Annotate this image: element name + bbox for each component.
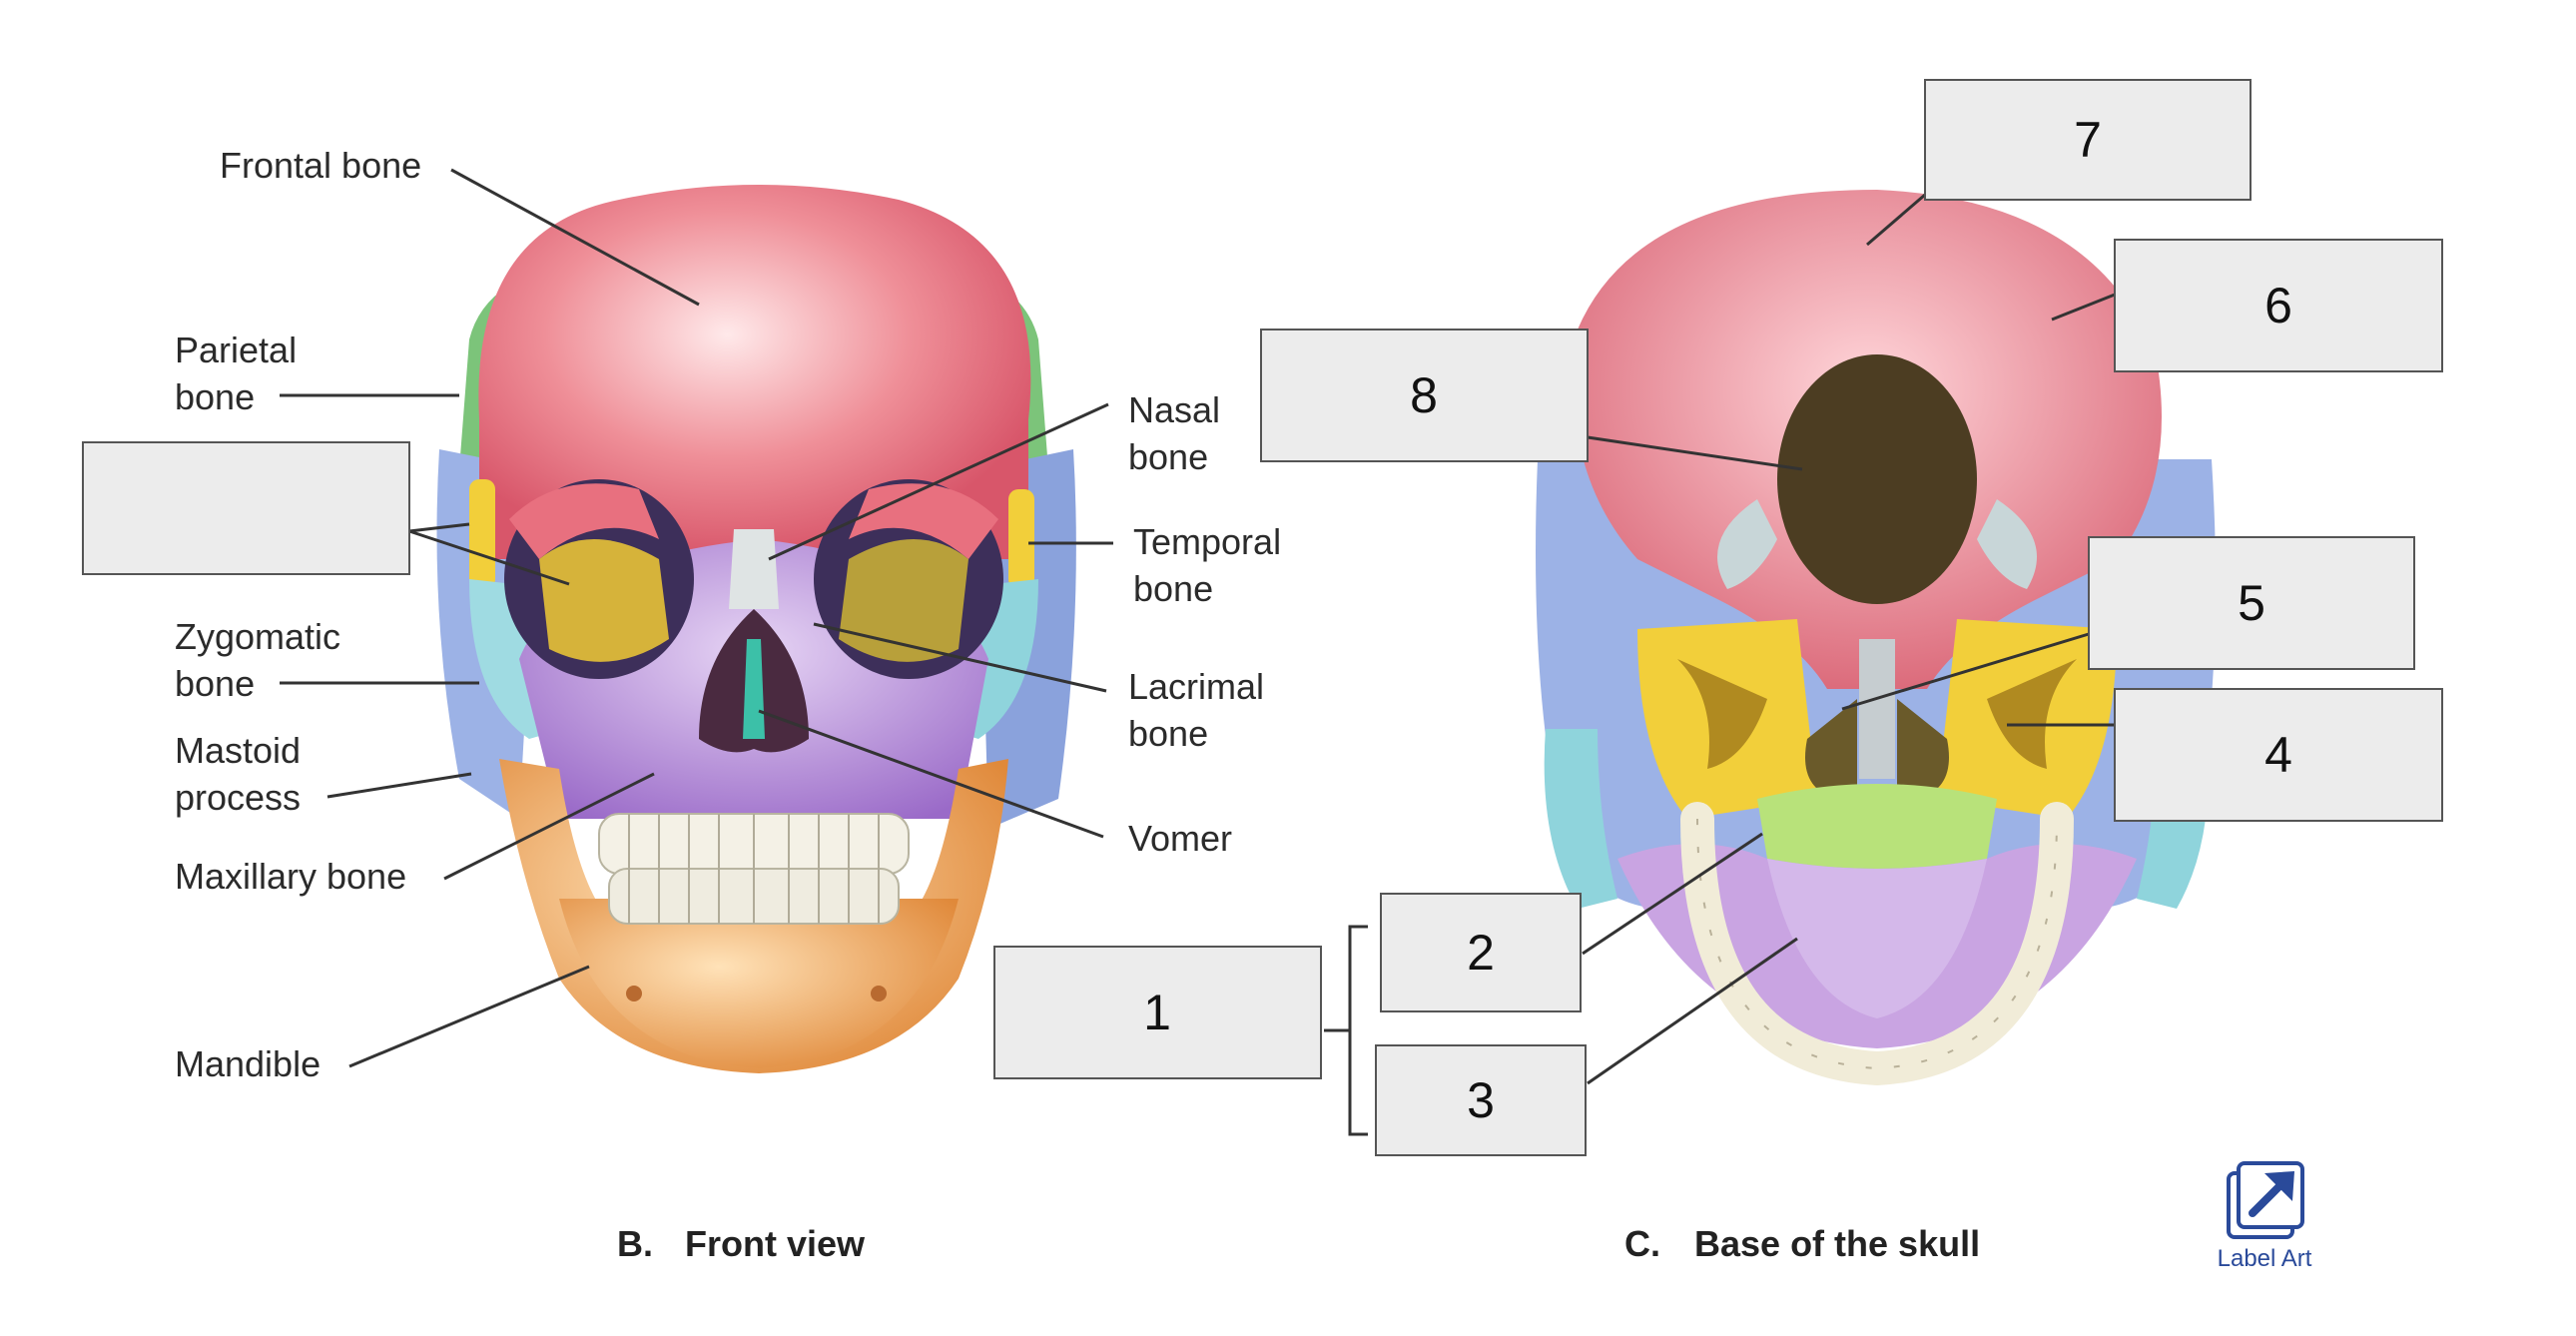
- label-mandible: Mandible: [175, 1043, 321, 1084]
- label-temporal-line2: bone: [1133, 568, 1213, 609]
- vomer-region: [743, 639, 765, 739]
- right-orbit-roof: [849, 483, 998, 559]
- answer-box-4-number: 4: [2264, 727, 2292, 783]
- choanae: [1805, 699, 1949, 799]
- label-nasal-line2: bone: [1128, 436, 1208, 477]
- label-art-button[interactable]: Label Art: [2218, 1161, 2312, 1272]
- answer-box-5-number: 5: [2238, 575, 2265, 631]
- mental-foramen-right: [871, 986, 887, 1002]
- label-lacrimal-line1: Lacrimal: [1128, 666, 1264, 707]
- base-view-caption-letter: C.: [1624, 1223, 1660, 1264]
- answer-box-1[interactable]: 1: [993, 946, 1322, 1079]
- base-vomer-region: [1859, 639, 1895, 779]
- label-zygomatic-line2: bone: [175, 663, 255, 704]
- front-view-caption-text: Front view: [685, 1223, 866, 1264]
- front-view-caption-letter: B.: [617, 1223, 653, 1264]
- label-vomer: Vomer: [1128, 818, 1232, 859]
- label-zygomatic-line1: Zygomatic: [175, 616, 340, 657]
- left-orbit-roof: [509, 483, 659, 559]
- answer-box-6-number: 6: [2264, 278, 2292, 334]
- base-teeth-outline: [1696, 818, 2058, 1070]
- front-view-labels: Frontal bone Parietal bone Zygomatic bon…: [175, 145, 1281, 1084]
- answer-box-3-number: 3: [1467, 1072, 1495, 1128]
- front-view-skull: [436, 185, 1076, 1073]
- hard-palate: [1767, 859, 1987, 1018]
- answer-box-4[interactable]: 4: [2114, 688, 2443, 822]
- label-mastoid-line2: process: [175, 777, 301, 818]
- base-view-caption-text: Base of the skull: [1694, 1223, 1980, 1264]
- label-parietal-line2: bone: [175, 376, 255, 417]
- label-parietal-line1: Parietal: [175, 330, 297, 370]
- right-orbit-sphenoid: [839, 539, 968, 662]
- sphenoid-region-right: [1008, 489, 1034, 589]
- sphenoid-shading-left: [1677, 659, 1767, 769]
- expand-arrow-icon: [2227, 1161, 2304, 1239]
- sphenoid-region-left: [469, 479, 495, 589]
- label-mastoid-line1: Mastoid: [175, 730, 301, 771]
- left-orbit-sphenoid: [539, 539, 669, 662]
- base-leader-lines: [1324, 193, 2116, 1136]
- frontal-bone-region: [478, 185, 1031, 559]
- label-lacrimal-line2: bone: [1128, 713, 1208, 754]
- label-art-text: Label Art: [2218, 1245, 2312, 1272]
- sphenoid-shading-right: [1987, 659, 2077, 769]
- label-temporal-line1: Temporal: [1133, 521, 1281, 562]
- occipital-condyle-left: [1717, 499, 1777, 589]
- answer-box-6[interactable]: 6: [2114, 239, 2443, 372]
- label-nasal-line1: Nasal: [1128, 389, 1220, 430]
- palatine-bone-region: [1757, 784, 1997, 869]
- blank-answer-box[interactable]: [82, 441, 410, 575]
- mandible-body: [559, 899, 959, 1068]
- base-view-skull: [1536, 190, 2217, 1086]
- front-leader-lines: [280, 168, 1113, 1068]
- answer-box-8[interactable]: 8: [1260, 329, 1589, 462]
- answer-box-7[interactable]: 7: [1924, 79, 2252, 201]
- base-zygomatic-left: [1544, 729, 1617, 909]
- nasal-bone-region: [729, 529, 779, 609]
- answer-box-2-number: 2: [1467, 925, 1495, 981]
- label-frontal-bone: Frontal bone: [220, 145, 421, 186]
- answer-box-1-number: 1: [1143, 985, 1171, 1040]
- answer-box-2[interactable]: 2: [1380, 893, 1582, 1012]
- answer-box-8-number: 8: [1410, 367, 1438, 423]
- occipital-condyle-right: [1977, 499, 2037, 589]
- mental-foramen-left: [626, 986, 642, 1002]
- label-maxillary-bone: Maxillary bone: [175, 856, 406, 897]
- answer-box-7-number: 7: [2074, 112, 2102, 168]
- answer-box-5[interactable]: 5: [2088, 536, 2415, 670]
- foramen-magnum: [1777, 354, 1977, 604]
- answer-box-3[interactable]: 3: [1375, 1044, 1587, 1156]
